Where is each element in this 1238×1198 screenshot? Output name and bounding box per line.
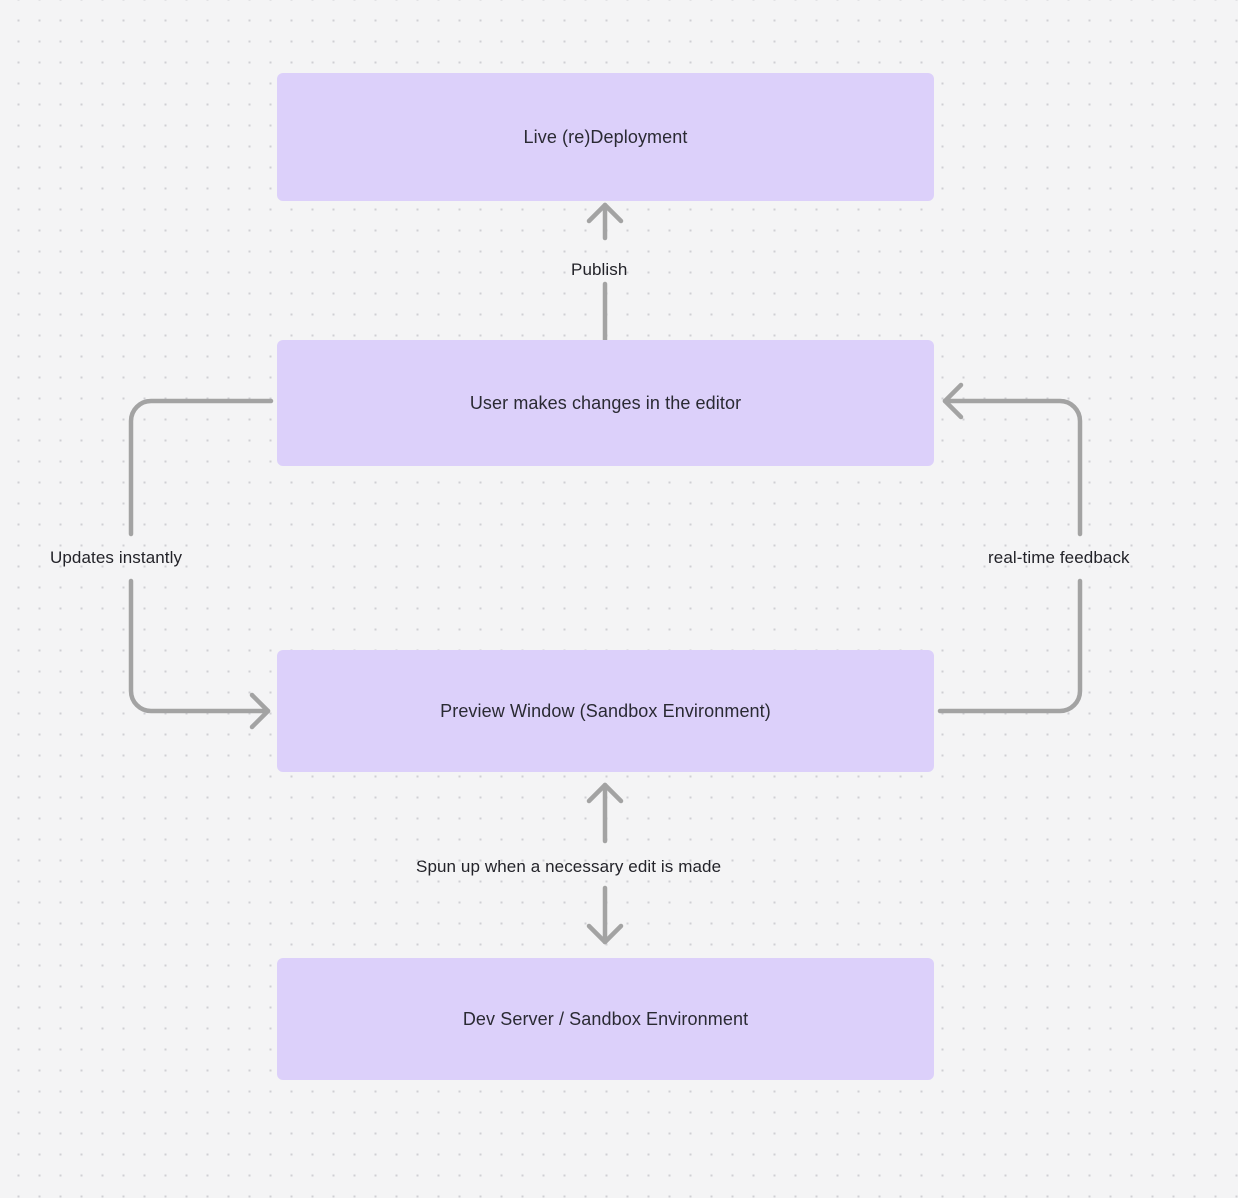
node-label: User makes changes in the editor [469, 393, 742, 413]
node-dev-server[interactable]: Dev Server / Sandbox Environment [277, 958, 934, 1080]
edge-label-spun-up: Spun up when a necessary edit is made [416, 857, 722, 876]
edge-label-updates-instantly: Updates instantly [50, 548, 183, 567]
edge-label-real-time-feedback: real-time feedback [988, 548, 1130, 567]
node-label: Preview Window (Sandbox Environment) [440, 701, 771, 721]
edge-label-publish: Publish [571, 260, 628, 279]
node-label: Live (re)Deployment [523, 127, 688, 147]
node-preview-window[interactable]: Preview Window (Sandbox Environment) [277, 650, 934, 772]
node-user-makes-changes[interactable]: User makes changes in the editor [277, 340, 934, 466]
node-label: Dev Server / Sandbox Environment [462, 1009, 749, 1029]
node-live-redeployment[interactable]: Live (re)Deployment [277, 73, 934, 201]
